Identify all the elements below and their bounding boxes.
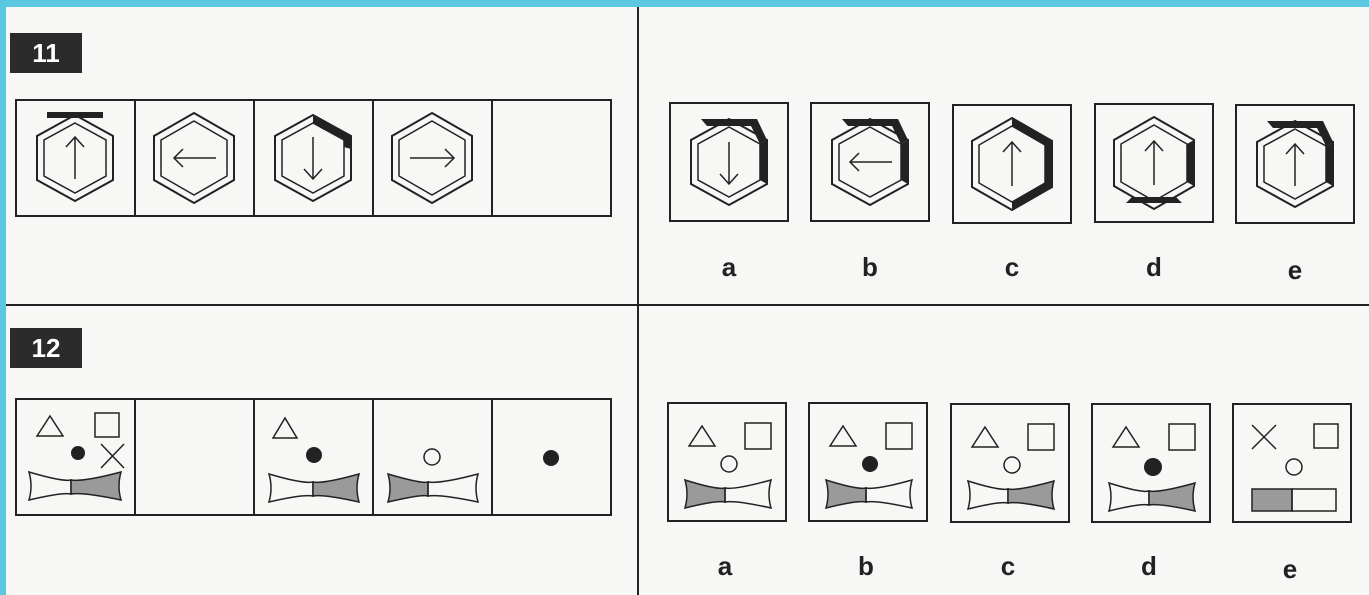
option-label-d: d xyxy=(1091,551,1207,582)
sequence-row-11 xyxy=(15,99,612,217)
triangle-icon xyxy=(689,426,715,446)
option-label-c: c xyxy=(950,551,1066,582)
hexagon-arrow-up-icon xyxy=(1237,106,1353,222)
question-number-12: 12 xyxy=(10,328,82,368)
option-label-b: b xyxy=(808,551,924,582)
shapes-group-icon xyxy=(810,404,926,520)
square-icon xyxy=(886,423,912,449)
open-circle-icon xyxy=(1004,457,1020,473)
option-label-a: a xyxy=(667,551,783,582)
vertical-divider xyxy=(637,7,639,595)
sequence-cell xyxy=(17,101,136,215)
shapes-group-icon xyxy=(374,400,491,514)
option-11-e[interactable] xyxy=(1235,104,1355,224)
filled-circle-icon xyxy=(862,456,878,472)
option-12-c[interactable] xyxy=(950,403,1070,523)
sequence-row-12 xyxy=(15,398,612,516)
puzzle-sheet: 11 xyxy=(6,7,1369,595)
option-label-d: d xyxy=(1096,252,1212,283)
square-icon xyxy=(1169,424,1195,450)
triangle-icon xyxy=(37,416,63,436)
bowtie-icon xyxy=(388,474,428,502)
option-12-d[interactable] xyxy=(1091,403,1211,523)
shapes-group-icon xyxy=(1234,405,1350,521)
open-circle-icon xyxy=(721,456,737,472)
shapes-group-icon xyxy=(1093,405,1209,521)
triangle-icon xyxy=(830,426,856,446)
hexagon-arrow-left-icon xyxy=(136,101,253,215)
hexagon-arrow-up-icon xyxy=(954,106,1070,222)
option-label-c: c xyxy=(954,252,1070,283)
open-circle-icon xyxy=(424,449,440,465)
hexagon-arrow-left-icon xyxy=(812,104,928,220)
open-circle-icon xyxy=(1286,459,1302,475)
hexagon-arrow-up-icon xyxy=(1096,105,1212,221)
square-icon xyxy=(1314,424,1338,448)
bowtie-icon xyxy=(968,481,1008,509)
horizontal-divider xyxy=(6,304,1369,306)
option-12-b[interactable] xyxy=(808,402,928,522)
filled-circle-icon xyxy=(71,446,85,460)
option-11-d[interactable] xyxy=(1094,103,1214,223)
hexagon-arrow-right-icon xyxy=(374,101,491,215)
filled-circle-icon xyxy=(493,400,610,514)
option-label-b: b xyxy=(812,252,928,283)
rectangle-icon xyxy=(1252,489,1292,511)
option-12-a[interactable] xyxy=(667,402,787,522)
sequence-cell xyxy=(255,101,374,215)
sequence-cell xyxy=(374,400,493,514)
square-icon xyxy=(1028,424,1054,450)
shapes-group-icon xyxy=(669,404,785,520)
square-icon xyxy=(745,423,771,449)
empty-answer-cell xyxy=(136,400,255,514)
sequence-cell xyxy=(136,101,255,215)
sequence-cell xyxy=(17,400,136,514)
option-11-c[interactable] xyxy=(952,104,1072,224)
sequence-cell xyxy=(374,101,493,215)
option-label-e: e xyxy=(1232,554,1348,585)
square-icon xyxy=(95,413,119,437)
option-11-a[interactable] xyxy=(669,102,789,222)
hexagon-arrow-down-icon xyxy=(671,104,787,220)
empty-answer-cell xyxy=(493,101,610,215)
bowtie-icon xyxy=(29,472,71,500)
sequence-cell xyxy=(255,400,374,514)
option-12-e[interactable] xyxy=(1232,403,1352,523)
option-11-b[interactable] xyxy=(810,102,930,222)
bowtie-icon xyxy=(1109,483,1149,511)
sequence-cell xyxy=(493,400,610,514)
option-label-a: a xyxy=(671,252,787,283)
shapes-group-icon xyxy=(17,400,134,514)
triangle-icon xyxy=(273,418,297,438)
hexagon-arrow-down-icon xyxy=(255,101,372,215)
shapes-group-icon xyxy=(952,405,1068,521)
bowtie-icon xyxy=(826,480,866,508)
bowtie-icon xyxy=(685,480,725,508)
option-label-e: e xyxy=(1237,255,1353,286)
filled-circle-icon xyxy=(306,447,322,463)
hexagon-arrow-up-icon xyxy=(17,101,134,215)
question-number-11: 11 xyxy=(10,33,82,73)
shapes-group-icon xyxy=(255,400,372,514)
triangle-icon xyxy=(1113,427,1139,447)
filled-circle-icon xyxy=(1144,458,1162,476)
triangle-icon xyxy=(972,427,998,447)
bowtie-icon xyxy=(269,474,313,502)
